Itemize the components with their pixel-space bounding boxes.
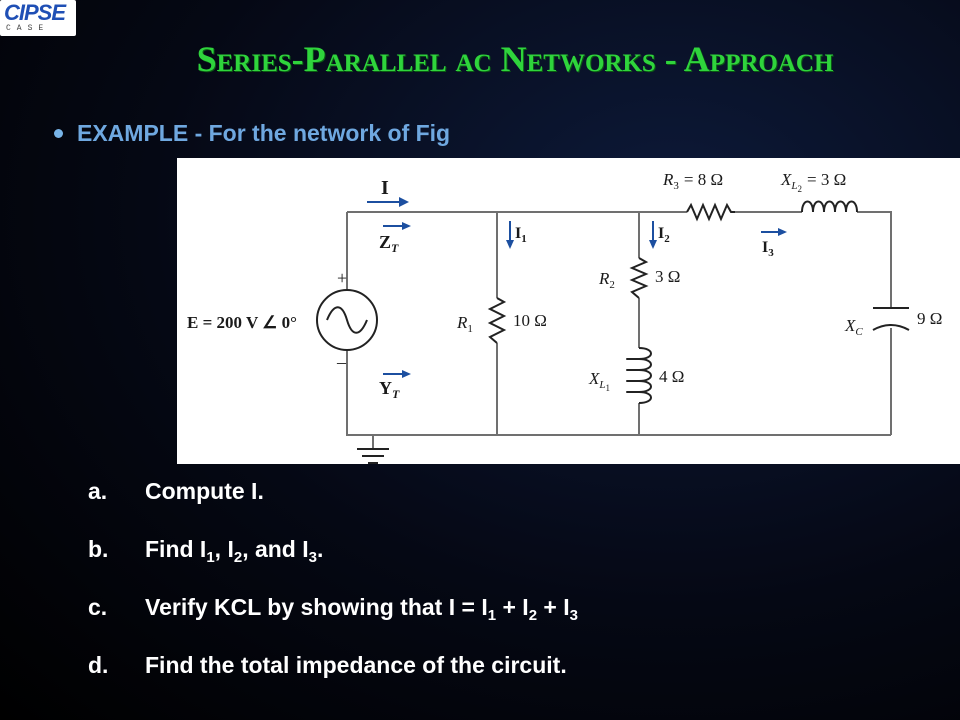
logo-subtext: CASE: [6, 24, 50, 33]
label-xl1-value: 4 Ω: [659, 367, 684, 386]
wire-top-right: [857, 211, 892, 308]
circuit-diagram: I ZT YT + – E = 200 V ∠ 0° I1 I2 I3 R1 1…: [187, 170, 942, 464]
label-r2-value: 3 Ω: [655, 267, 680, 286]
task-letter: d.: [88, 652, 109, 678]
capacitor-xc-icon: [872, 307, 910, 331]
label-i3: I3: [762, 239, 774, 259]
logo-mark: CIPSE: [4, 0, 66, 25]
label-i2: I2: [658, 225, 670, 245]
label-r3: R3= 8 Ω: [662, 170, 723, 192]
label-i: I: [381, 177, 389, 199]
label-minus: –: [336, 352, 347, 372]
resistor-r2-icon: [629, 257, 649, 299]
task-text: Compute I.: [145, 478, 264, 504]
resistor-r1-icon: [487, 297, 507, 344]
arrow-zt-icon: [383, 222, 411, 230]
ground-icon: [357, 448, 389, 464]
label-yt: YT: [379, 378, 400, 401]
inductor-xl2-icon: [801, 200, 858, 213]
arrow-i1-icon: [506, 221, 514, 249]
task-letter: b.: [88, 536, 109, 562]
label-i1: I1: [515, 225, 527, 245]
task-c: c. Verify KCL by showing that I = I1 + I…: [88, 594, 948, 652]
task-a: a. Compute I.: [88, 478, 948, 536]
task-text: Find the total impedance of the circuit.: [145, 652, 567, 678]
bullet-dot-icon: [54, 129, 63, 138]
logo: CIPSE CASE: [0, 0, 76, 36]
task-b: b. Find I1, I2, and I3.: [88, 536, 948, 594]
task-d: d. Find the total impedance of the circu…: [88, 652, 948, 710]
label-xc-value: 9 Ω: [917, 309, 942, 328]
slide-title: Series-Parallel ac Networks - Approach: [196, 39, 834, 79]
label-plus: +: [337, 268, 347, 288]
task-list: a. Compute I. b. Find I1, I2, and I3. c.…: [88, 478, 948, 710]
label-xc: XC: [844, 316, 863, 338]
inductor-xl1-icon: [626, 347, 652, 404]
arrow-i2-icon: [649, 221, 657, 249]
example-bullet: EXAMPLE - For the network of Fig: [54, 120, 450, 147]
task-text: Find I1, I2, and I3.: [145, 536, 324, 566]
label-r1: R1: [456, 313, 473, 335]
ac-source-icon: [316, 289, 378, 351]
circuit-figure: I ZT YT + – E = 200 V ∠ 0° I1 I2 I3 R1 1…: [177, 158, 960, 464]
task-text: Verify KCL by showing that I = I1 + I2 +…: [145, 594, 578, 624]
wire-left-lower: [346, 350, 374, 448]
label-r1-value: 10 Ω: [513, 311, 547, 330]
arrow-i-icon: [367, 197, 409, 207]
label-xl2: XL2= 3 Ω: [780, 170, 846, 194]
example-text: EXAMPLE - For the network of Fig: [77, 120, 451, 146]
label-zt: ZT: [379, 232, 399, 255]
resistor-r3-icon: [686, 202, 735, 222]
label-xl1: XL1: [588, 369, 610, 393]
arrow-yt-icon: [383, 370, 411, 378]
task-letter: c.: [88, 594, 108, 620]
task-letter: a.: [88, 478, 108, 504]
label-r2: R2: [598, 269, 615, 291]
arrow-i3-icon: [761, 228, 787, 236]
label-source: E = 200 V ∠ 0°: [187, 313, 297, 332]
